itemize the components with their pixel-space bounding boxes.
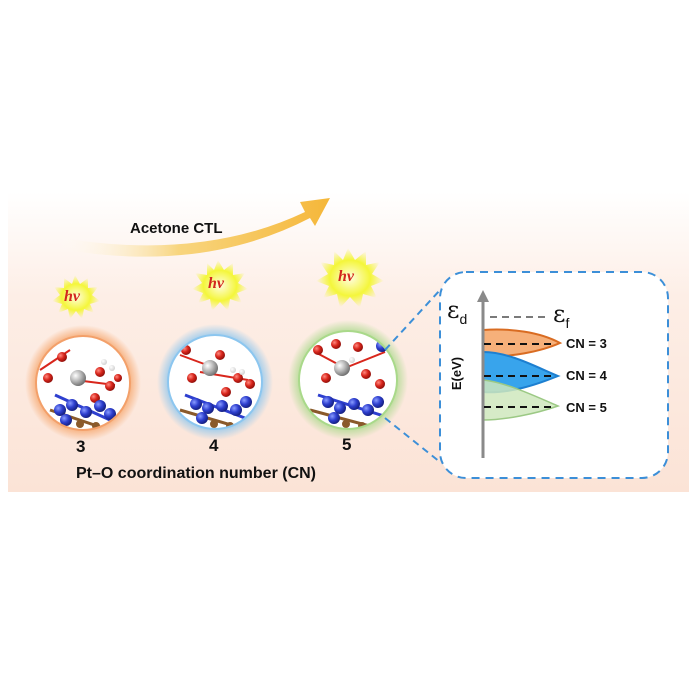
photon-burst-2 [192,260,248,311]
level-label-cn3: CN = 3 [566,336,607,351]
level-label-cn4: CN = 4 [566,368,607,383]
cn-number-3: 3 [76,437,86,456]
arrow-label: Acetone CTL [130,220,223,237]
level-label-cn5: CN = 5 [566,400,607,415]
epsilon-d-label: εd [447,296,468,327]
y-axis-label: E(eV) [449,356,465,391]
photon-label-2: hv [208,275,224,292]
structure-cn3 [36,336,130,430]
ctl-arrow [55,198,330,257]
x-axis-caption: Pt–O coordination number (CN) [76,465,316,482]
epsilon-f-label: εf [553,300,570,331]
photon-burst-3 [316,248,384,308]
energy-axis-arrowhead [477,290,489,302]
photon-burst-1 [52,275,100,319]
cn-number-4: 4 [209,436,219,455]
zoom-line-top [384,289,441,351]
photon-label-3: hv [338,268,354,285]
photon-label-1: hv [64,288,80,305]
cn-number-5: 5 [342,435,352,454]
